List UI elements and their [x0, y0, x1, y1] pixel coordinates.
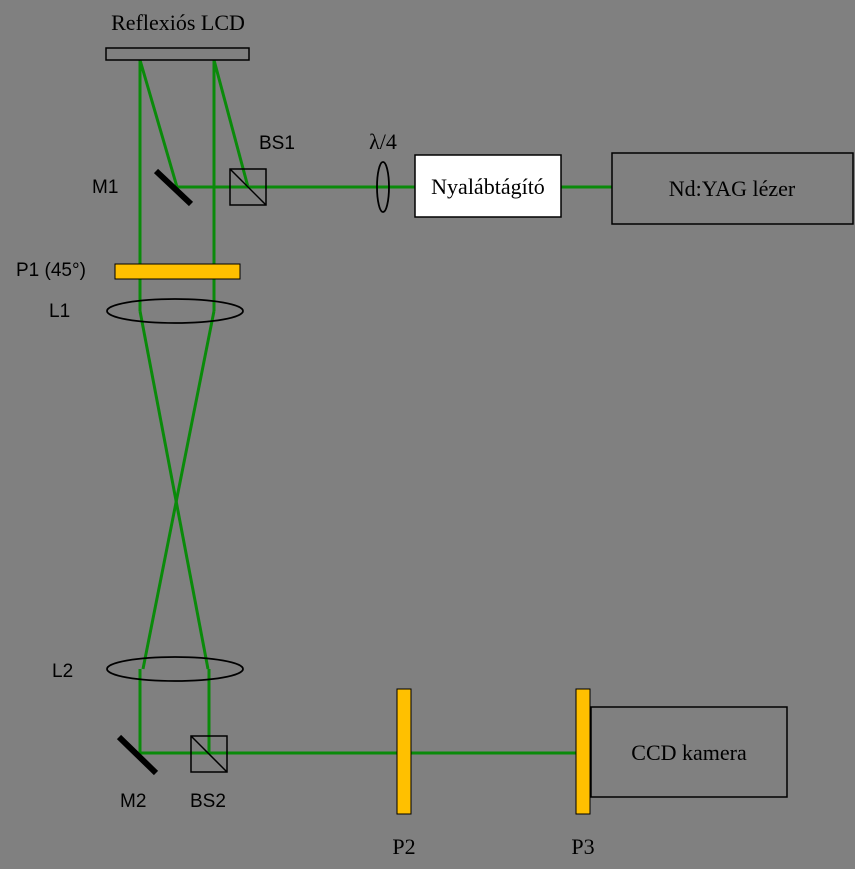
lens-l2	[106, 656, 244, 682]
laser-beams	[138, 59, 612, 755]
lens-l1	[106, 298, 244, 324]
mirror-m2	[116, 734, 159, 776]
laser-label: Nd:YAG lézer	[669, 176, 796, 201]
lcd-label: Reflexiós LCD	[111, 10, 245, 35]
p3-label: P3	[571, 834, 594, 859]
mirror-m1	[153, 168, 194, 207]
polarizer-p1	[114, 263, 241, 280]
bs2-label: BS2	[190, 791, 226, 812]
quarter-wave-plate	[376, 161, 390, 213]
expander-label: Nyalábtágító	[431, 174, 545, 199]
l1-label: L1	[49, 301, 70, 322]
beam-cross-a	[138, 310, 210, 670]
laser-box	[611, 152, 854, 225]
lambda-label: λ/4	[369, 129, 397, 154]
p1-label: P1 (45°)	[16, 260, 86, 281]
m1-label: M1	[92, 177, 118, 198]
bs1-label: BS1	[259, 133, 295, 154]
beam-cross-b	[141, 310, 216, 670]
polarizer-p2	[396, 688, 412, 815]
reflective-lcd	[105, 47, 250, 61]
m2-label: M2	[120, 791, 146, 812]
beam-m1-to-lcd	[138, 59, 179, 188]
beam-splitter-bs1	[229, 168, 267, 206]
l2-label: L2	[52, 661, 73, 682]
beam-lcd-to-bs1	[212, 59, 250, 188]
p2-label: P2	[392, 834, 415, 859]
polarizer-p3	[575, 688, 591, 815]
beam-splitter-bs2	[190, 735, 228, 773]
ccd-camera-box	[590, 706, 788, 798]
camera-label: CCD kamera	[631, 740, 747, 765]
beam-expander-box	[414, 154, 562, 218]
